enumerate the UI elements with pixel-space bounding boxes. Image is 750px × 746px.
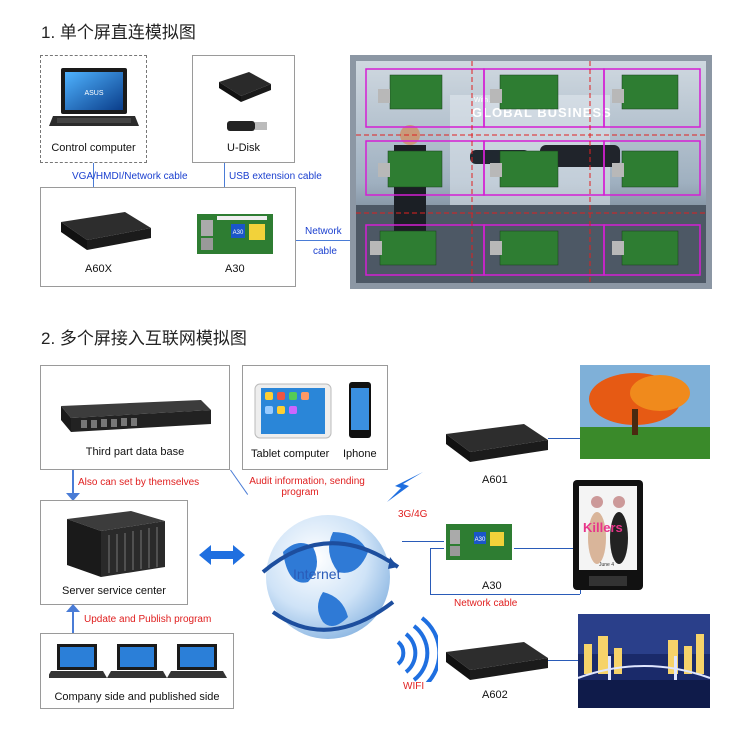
a60x-label: A60X xyxy=(85,263,112,275)
connector-line xyxy=(296,240,350,241)
a30-label-2: A30 xyxy=(482,580,502,592)
svg-text:ASUS: ASUS xyxy=(84,90,103,97)
database-box: Third part data base xyxy=(40,365,230,470)
iphone-icon xyxy=(349,382,371,438)
server-center-box: Server service center xyxy=(40,500,188,605)
connector-line xyxy=(402,541,444,542)
lightning-icon xyxy=(387,472,423,502)
autumn-tree-image xyxy=(580,365,710,459)
server-cabinet-icon xyxy=(67,511,165,577)
tablet-icon xyxy=(254,383,332,439)
audit-info-label: Audit information, sending program xyxy=(237,476,377,498)
audit-info-line1: Audit information, sending xyxy=(249,476,365,487)
company-side-box: Company side and published side xyxy=(40,633,234,709)
a602-label: A602 xyxy=(482,689,508,701)
iphone-label: Iphone xyxy=(343,448,377,460)
control-computer-label: Control computer xyxy=(51,142,136,154)
audit-info-line2: program xyxy=(281,487,319,498)
connector-line xyxy=(72,470,74,496)
kiosk-screen: Killers June 4 xyxy=(579,486,637,570)
laptop-icon: ASUS xyxy=(49,68,139,126)
double-arrow-icon xyxy=(199,545,245,565)
wifi-signal-icon xyxy=(396,616,438,682)
player-box: A60X A30 A30 xyxy=(40,187,296,287)
connector-line xyxy=(224,163,225,187)
wifi-label: WIFI xyxy=(403,681,425,692)
section1-title: 1. 单个屏直连模拟图 xyxy=(41,23,196,42)
laptops-icon xyxy=(49,644,227,678)
network-cable-label-1: Network xyxy=(305,226,342,237)
internet-globe-icon xyxy=(261,515,400,639)
connector-line xyxy=(514,548,580,549)
arrow-down-icon xyxy=(66,493,80,501)
poster-date: June 4 xyxy=(599,562,615,568)
internet-label: Internet xyxy=(293,566,341,582)
arrow-up-icon xyxy=(66,604,80,612)
a601-label: A601 xyxy=(482,474,508,486)
a30-board-icon: A30 xyxy=(197,214,273,254)
mobile-devices-box: Tablet computer Iphone xyxy=(242,365,388,470)
tablet-label: Tablet computer xyxy=(251,448,330,460)
poster-title: Killers xyxy=(583,520,623,535)
receiver-cards-overlay xyxy=(356,61,706,283)
update-publish-label: Update and Publish program xyxy=(84,614,212,625)
screen-small-text: With Al... xyxy=(474,97,502,104)
udisk-box: U-Disk xyxy=(192,55,295,163)
section2-title: 2. 多个屏接入互联网模拟图 xyxy=(41,329,247,348)
kiosk-display: Killers June 4 xyxy=(573,480,643,590)
vga-cable-label: VGA/HMDI/Network cable xyxy=(72,171,188,182)
server-center-label: Server service center xyxy=(62,585,166,597)
kiosk-base xyxy=(589,576,627,586)
a601-player-icon xyxy=(446,424,548,462)
led-screen-panel: GLOBAL BUSINESS With Al... xyxy=(350,55,712,289)
connector-line xyxy=(93,163,94,187)
hard-drive-icon xyxy=(219,72,271,102)
city-night-image xyxy=(578,614,710,708)
connector-line xyxy=(430,548,431,594)
connector-line xyxy=(72,605,74,633)
usb-stick-icon xyxy=(227,121,267,131)
a30-label: A30 xyxy=(225,263,245,275)
a602-player-icon xyxy=(446,642,548,680)
a60x-player-icon xyxy=(61,212,151,250)
usb-cable-label: USB extension cable xyxy=(229,171,322,182)
network-cable-label-2: cable xyxy=(313,246,337,257)
connector-line xyxy=(548,660,578,661)
udisk-label: U-Disk xyxy=(227,142,260,154)
network-cable-label: Network cable xyxy=(454,598,518,609)
poster-figures xyxy=(588,496,628,564)
svg-text:A30: A30 xyxy=(475,537,486,543)
database-label: Third part data base xyxy=(85,446,185,458)
connector-line xyxy=(548,438,580,439)
company-side-label: Company side and published side xyxy=(54,691,220,703)
a30-board-icon: A30 xyxy=(446,524,512,560)
3g4g-label: 3G/4G xyxy=(398,509,428,520)
also-can-set-label: Also can set by themselves xyxy=(78,477,200,488)
server-rack-icon xyxy=(61,400,211,432)
control-computer-box: ASUS Control computer xyxy=(40,55,147,163)
connector-line xyxy=(430,594,580,595)
svg-text:A30: A30 xyxy=(233,230,244,236)
connector-line xyxy=(430,548,444,549)
